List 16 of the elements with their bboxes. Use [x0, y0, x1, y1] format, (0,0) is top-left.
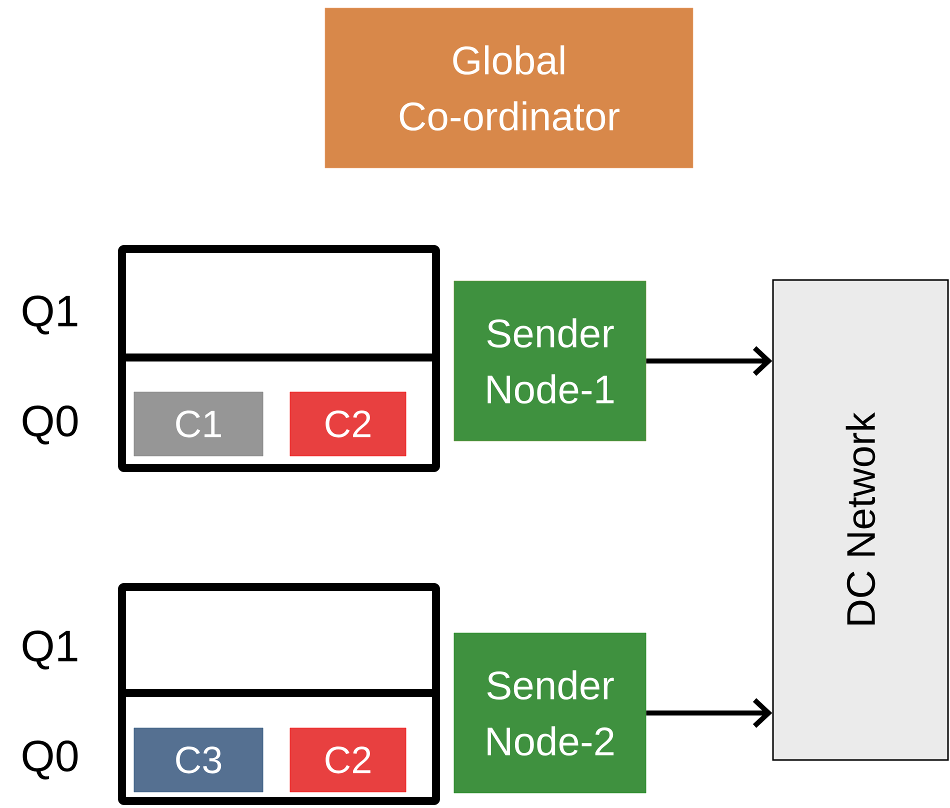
arrow [646, 346, 772, 376]
arrow [646, 698, 772, 728]
queue-label: Q0 [22, 740, 78, 780]
sender-box: Sender Node-2 [454, 632, 646, 794]
queue-label: Q1 [22, 630, 78, 670]
queue-label: Q0 [22, 405, 78, 444]
queue-box [118, 582, 440, 805]
item-block: C1 [134, 392, 264, 456]
queue-label: Q1 [22, 295, 78, 334]
item-block: C3 [134, 728, 264, 792]
network-box: DC Network [772, 279, 949, 761]
queue-box [118, 245, 440, 472]
item-block: C2 [290, 728, 406, 792]
item-block: C2 [290, 392, 406, 456]
coordinator-box: Global Co-ordinator [324, 8, 694, 168]
sender-box: Sender Node-1 [454, 280, 646, 442]
